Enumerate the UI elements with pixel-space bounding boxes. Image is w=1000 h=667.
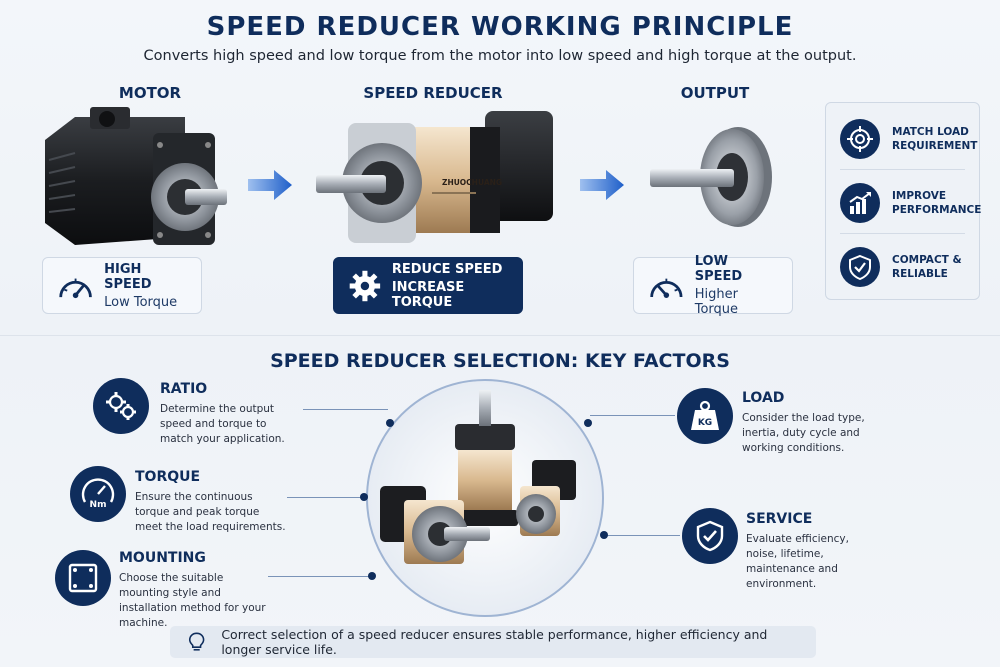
gauge-icon: Nm — [70, 466, 126, 522]
selection-title: SPEED REDUCER SELECTION: KEY FACTORS — [270, 350, 730, 372]
reducer-speed-text: REDUCE SPEED — [391, 261, 503, 277]
gear-icon — [349, 270, 381, 301]
benefit-compact-reliable: COMPACT & RELIABLE — [840, 247, 977, 287]
load-unit-text: KG — [698, 418, 712, 428]
weight-icon: KG — [677, 388, 733, 444]
gears-icon — [93, 378, 149, 434]
leader-dot — [600, 531, 608, 539]
footer-note: Correct selection of a speed reducer ens… — [170, 626, 816, 658]
factor-load-desc: Consider the load type, inertia, duty cy… — [742, 412, 865, 454]
factor-torque-title: TORQUE — [135, 469, 201, 485]
speedometer-icon — [650, 278, 683, 298]
speedometer-icon — [59, 278, 92, 298]
leader-line — [605, 535, 680, 536]
mounting-plate-icon — [55, 550, 111, 606]
shield-check-icon — [682, 508, 738, 564]
reducer-image: ZHUOCHUANG — [316, 111, 553, 243]
torque-unit-text: Nm — [90, 500, 107, 510]
factor-load-title: LOAD — [742, 390, 785, 406]
leader-line — [268, 576, 370, 577]
output-torque-text: Higher Torque — [694, 287, 739, 317]
factor-mounting-title: MOUNTING — [119, 550, 206, 566]
leader-dot — [386, 419, 394, 427]
section-divider — [0, 335, 1000, 336]
reducers-product-image — [366, 379, 604, 617]
target-icon — [840, 119, 880, 159]
footer-text: Correct selection of a speed reducer ens… — [221, 627, 768, 657]
page-subtitle: Converts high speed and low torque from … — [143, 48, 857, 64]
stage-box-reducer: REDUCE SPEED INCREASE TORQUE — [333, 257, 523, 314]
factor-ratio-title: RATIO — [160, 381, 208, 397]
arrow-right-icon — [248, 170, 292, 200]
benefit-match-load: MATCH LOAD REQUIREMENT — [840, 119, 977, 159]
motor-torque-text: Low Torque — [104, 294, 178, 310]
stage-box-output: LOW SPEED Higher Torque — [633, 254, 793, 317]
motor-image — [45, 107, 227, 245]
lightbulb-icon — [188, 632, 205, 651]
stage-label-reducer: SPEED REDUCER — [363, 84, 503, 102]
reducer-brand-text: ZHUOCHUANG — [442, 178, 502, 187]
benefit-improve-performance: IMPROVE PERFORMANCE — [840, 183, 981, 223]
arrow-right-icon — [580, 170, 624, 200]
factor-service-title: SERVICE — [746, 511, 813, 527]
leader-dot — [360, 493, 368, 501]
factor-service-desc: Evaluate efficiency, noise, lifetime, ma… — [746, 533, 849, 590]
stage-label-motor: MOTOR — [118, 84, 182, 102]
leader-line — [590, 415, 675, 416]
factor-mounting-desc: Choose the suitable mounting style and i… — [119, 572, 266, 629]
page-title: SPEED REDUCER WORKING PRINCIPLE — [206, 12, 794, 42]
output-flange-image — [650, 127, 772, 227]
motor-speed-text: HIGH SPEED — [104, 261, 152, 292]
factor-torque-desc: Ensure the continuous torque and peak to… — [135, 491, 286, 533]
bar-chart-icon — [840, 183, 880, 223]
stage-label-output: OUTPUT — [680, 84, 750, 102]
shield-check-icon — [840, 247, 880, 287]
output-speed-text: LOW SPEED — [694, 254, 743, 284]
reducer-torque-text: INCREASE TORQUE — [391, 279, 465, 310]
leader-dot — [584, 419, 592, 427]
benefits-panel: MATCH LOAD REQUIREMENT IMPROVE PERFORMAN… — [825, 102, 981, 300]
leader-line — [287, 497, 362, 498]
leader-line — [303, 409, 388, 410]
stage-box-motor: HIGH SPEED Low Torque — [42, 257, 202, 314]
leader-dot — [368, 572, 376, 580]
factor-ratio-desc: Determine the output speed and torque to… — [160, 403, 285, 445]
